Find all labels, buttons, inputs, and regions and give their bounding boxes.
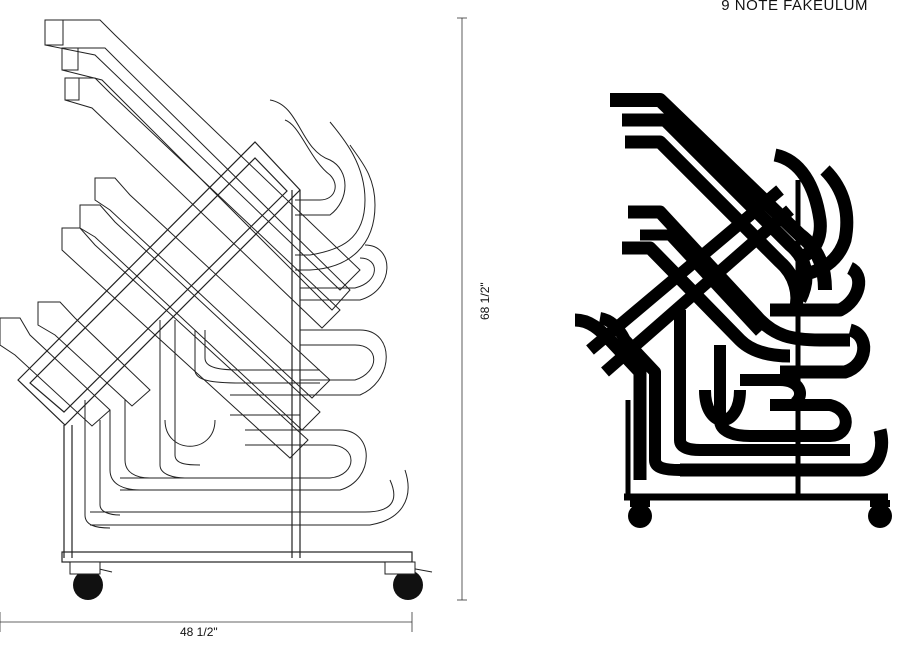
wheel-icon (73, 570, 103, 600)
outline-view (0, 17, 467, 632)
silhouette-view (574, 93, 889, 501)
wheel-icon (393, 570, 423, 600)
dimension-lines (0, 17, 467, 632)
wheel-icon (868, 504, 892, 528)
diagonal-pipes (0, 19, 361, 459)
height-dimension-label: 68 1/2" (478, 282, 492, 320)
frame (17, 141, 413, 563)
drawing-title: 9 NOTE FAKEULUM (721, 0, 868, 14)
u-bends (90, 99, 409, 526)
width-dimension-label: 48 1/2" (180, 625, 218, 639)
casters (69, 561, 433, 575)
wheel-icon (628, 504, 652, 528)
inner-pipes (84, 320, 320, 529)
